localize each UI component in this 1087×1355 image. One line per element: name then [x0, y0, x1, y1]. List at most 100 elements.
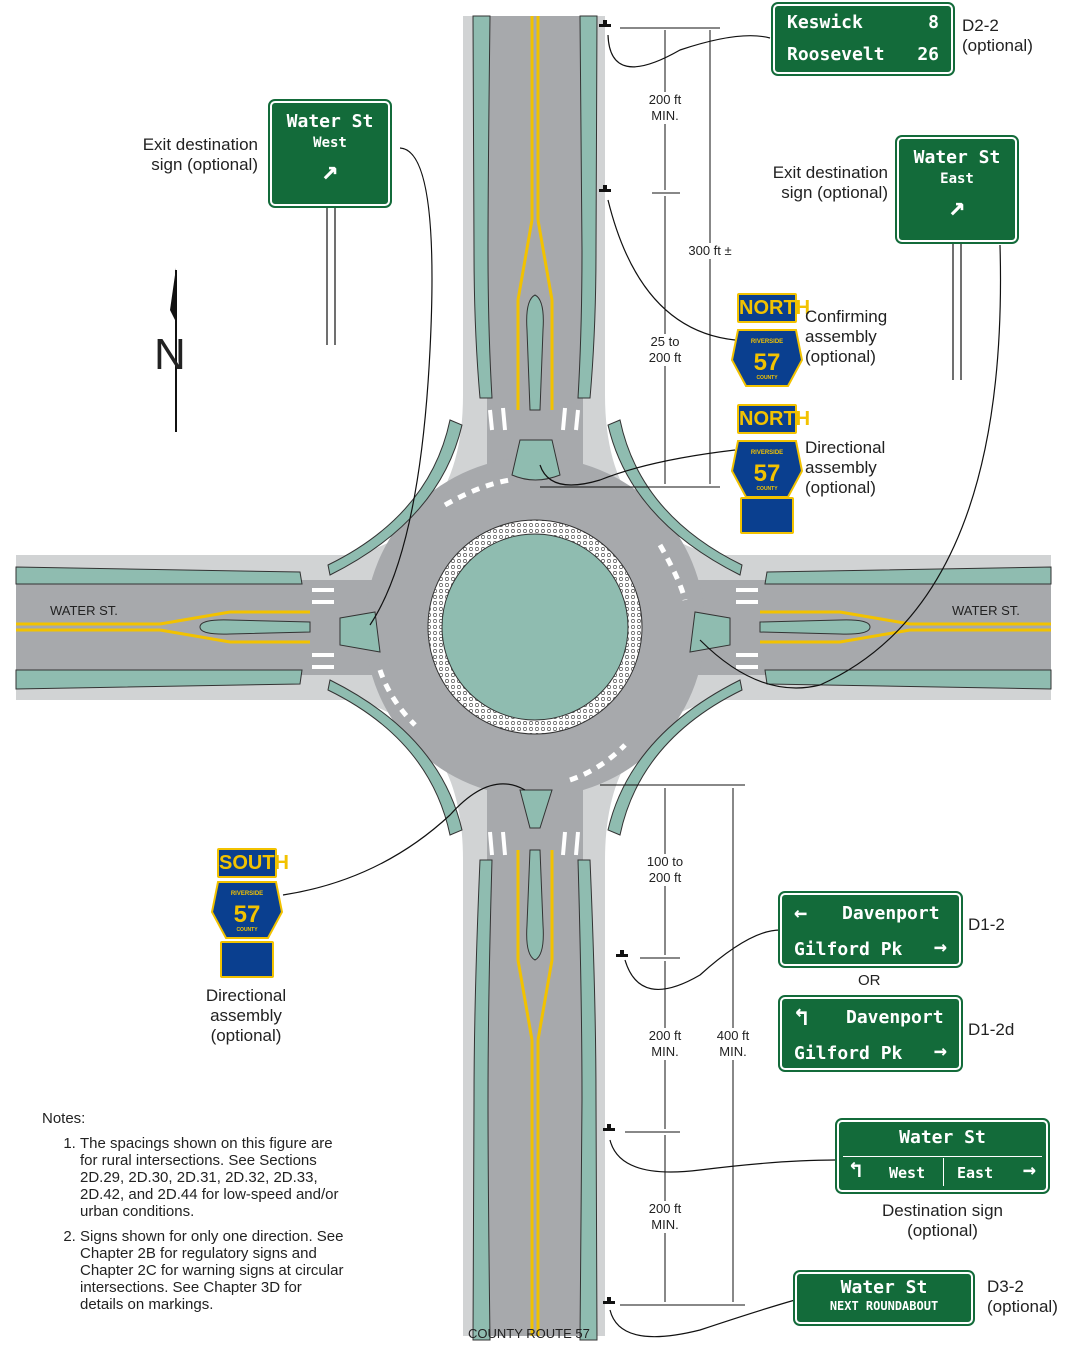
directional-north-label-1: Directional [805, 438, 886, 457]
dim-text: MIN. [651, 1044, 679, 1059]
yellow-markings [16, 16, 1051, 1336]
dim-north-300: 300 ft ± [680, 243, 740, 259]
exit-arrow-icon: ↗ [948, 189, 966, 222]
road-label-south: COUNTY ROUTE 57 [468, 1326, 590, 1341]
d2-2-note: (optional) [962, 36, 1033, 55]
right-arrow-icon: → [933, 1039, 947, 1064]
directional-north-label-3: (optional) [805, 478, 876, 497]
d3-2-line2: NEXT ROUNDABOUT [829, 1299, 939, 1313]
dim-text: MIN. [651, 108, 679, 123]
d2-2-line2-name: Roosevelt [787, 44, 885, 65]
road-label-east: WATER ST. [952, 603, 1020, 618]
destination-sign: Water St ↰ West East → [835, 1118, 1050, 1194]
directional-north-arrow-plaque [740, 497, 794, 534]
d1-2-sign: ← Davenport Gilford Pk → [778, 891, 963, 968]
road-label-west: WATER ST. [50, 603, 118, 618]
route-shield-icon [210, 329, 804, 939]
directional-south-arrow-plaque [220, 941, 274, 978]
destination-label: Destination sign (optional) [865, 1201, 1020, 1241]
exit-east-sign: Water St East ↗ [895, 135, 1019, 244]
curb-islands [15, 15, 1052, 1341]
shield-number-directional-south: 57 [234, 901, 261, 928]
exit-east-label-2: sign (optional) [781, 183, 888, 202]
d1-2d-line2: Gilford Pk [794, 1043, 903, 1064]
central-island [427, 519, 643, 735]
exit-east-name: Water St [913, 147, 1001, 168]
shield-county-bottom-south: COUNTY [236, 927, 258, 933]
d1-2-line2: Gilford Pk [794, 939, 903, 960]
directional-north-label: Directional assembly (optional) [805, 438, 885, 498]
directional-north-header: NORTH [737, 404, 810, 434]
exit-arrow-icon: ↗ [321, 153, 339, 186]
exit-west-direction: West [313, 135, 347, 151]
d1-2d-sign: ↰ Davenport Gilford Pk → [778, 995, 963, 1072]
shield-county-bottom-north: COUNTY [756, 486, 778, 492]
dim-text: MIN. [651, 1217, 679, 1232]
left-arrow-icon: ← [794, 901, 808, 926]
d1-2-code: D1-2 [968, 915, 1005, 934]
dim-text: 25 to [650, 334, 680, 349]
destination-vertical-divider [943, 1158, 944, 1186]
d3-2-note: (optional) [987, 1297, 1058, 1316]
white-markings [312, 407, 758, 856]
dim-text: 200 ft [648, 1201, 682, 1216]
confirming-label-3: (optional) [805, 347, 876, 366]
curved-left-arrow-icon: ↰ [794, 1003, 809, 1031]
destination-label-1: Destination sign [882, 1201, 1003, 1220]
shield-route-number: 57 57 57 RIVERSIDE COUNTY RIVERSIDE COUN… [231, 339, 783, 933]
directional-south-label-1: Directional [205, 986, 287, 1005]
dim-text: 200 ft [648, 870, 682, 885]
shield-county-top-north: RIVERSIDE [751, 450, 783, 456]
destination-divider [843, 1156, 1042, 1157]
d2-2-line2-dist: 26 [917, 44, 939, 65]
confirming-header: NORTH [737, 293, 810, 323]
d3-2-line1: Water St [840, 1277, 928, 1298]
notes-heading: Notes: [42, 1110, 86, 1127]
exit-east-label: Exit destination sign (optional) [752, 163, 888, 203]
d2-2-line1-name: Keswick [787, 12, 863, 33]
shield-number-directional-north: 57 [754, 460, 781, 487]
dim-text: MIN. [719, 1044, 747, 1059]
dim-text: 400 ft [716, 1028, 750, 1043]
d3-2-sign: Water St NEXT ROUNDABOUT [793, 1270, 975, 1326]
note-item: Signs shown for only one direction. See … [80, 1228, 347, 1313]
confirming-label-2: assembly [805, 327, 877, 346]
or-text: OR [858, 972, 881, 989]
dim-text: 100 to [646, 854, 684, 869]
yield-lines [377, 477, 688, 783]
shield-county-bottom-confirming: COUNTY [756, 375, 778, 381]
directional-north-label-2: assembly [805, 458, 877, 477]
leader-lines [282, 34, 1002, 1338]
destination-name: Water St [899, 1127, 986, 1148]
exit-west-label-1: Exit destination [142, 135, 258, 154]
d2-2-code: D2-2 [962, 16, 999, 35]
exit-west-label-2: sign (optional) [151, 155, 258, 174]
sign-supports [326, 208, 962, 380]
d1-2-line1: Davenport [842, 903, 940, 924]
north-arrow-icon [170, 268, 177, 432]
directional-south-label: Directional assembly (optional) [186, 986, 306, 1046]
dim-text: 200 ft [648, 92, 682, 107]
note-item: The spacings shown on this figure are fo… [80, 1135, 347, 1220]
right-arrow-icon: → [1022, 1158, 1036, 1183]
directional-south-header: SOUTH [217, 848, 289, 878]
dim-text: 200 ft [648, 1028, 682, 1043]
exit-east-label-1: Exit destination [772, 163, 888, 182]
shield-county-top-confirming: RIVERSIDE [751, 339, 783, 345]
dim-text: 200 ft [648, 350, 682, 365]
directional-south-label-2: assembly [210, 1006, 282, 1025]
destination-right: East [957, 1164, 994, 1182]
north-letter: N [154, 330, 186, 379]
d2-2-line1-dist: 8 [928, 12, 939, 33]
confirming-label: Confirming assembly (optional) [805, 307, 887, 367]
sign-post-markers [599, 20, 628, 1304]
destination-left: West [889, 1164, 926, 1182]
exit-west-name: Water St [286, 111, 374, 132]
d3-2-code: D3-2 [987, 1277, 1024, 1296]
